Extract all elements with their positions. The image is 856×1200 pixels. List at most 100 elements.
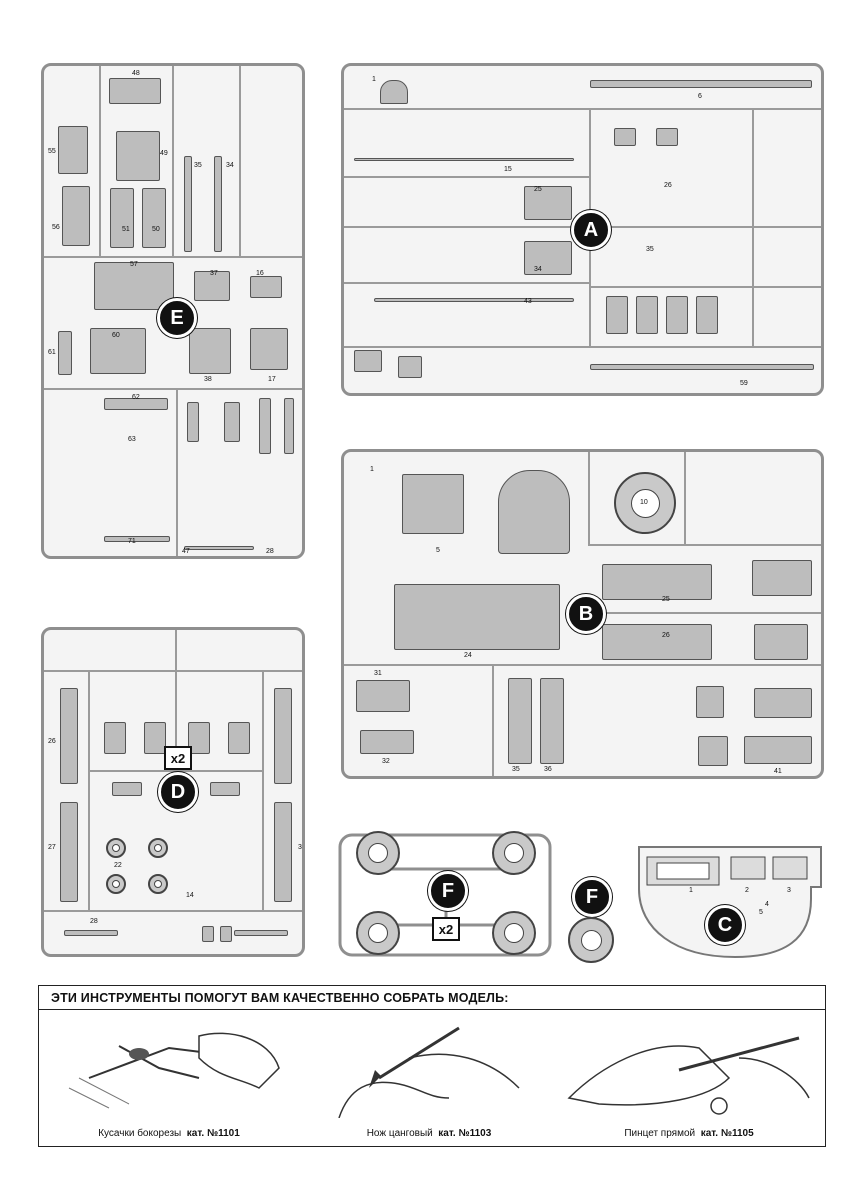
tool-catalog: кат. №1103 xyxy=(438,1128,492,1139)
tool-caption: Нож цанговый кат. №1103 xyxy=(309,1128,549,1139)
part-number: 3 xyxy=(298,844,302,851)
part-number: 62 xyxy=(132,394,140,401)
sprue-b-cell xyxy=(684,452,686,544)
part xyxy=(402,474,464,534)
part xyxy=(590,80,812,88)
sprue-d-cell xyxy=(88,670,90,910)
part-number: 38 xyxy=(204,376,212,383)
sprue-e-label: E xyxy=(157,298,197,338)
sprue-b: 1 5 10 24 25 26 31 32 35 36 41 B xyxy=(341,449,824,779)
part-number: 48 xyxy=(132,70,140,77)
part-number: 25 xyxy=(662,596,670,603)
sprue-d-cell xyxy=(175,630,177,750)
sprue-b-cell xyxy=(344,664,821,666)
tool-catalog: кат. №1105 xyxy=(700,1128,754,1139)
sprue-b-cell xyxy=(588,612,821,614)
part xyxy=(524,241,572,275)
sprue-b-cell xyxy=(492,664,494,776)
part-number: 2 xyxy=(745,887,749,894)
part-number: 41 xyxy=(774,768,782,775)
tool-caption: Пинцет прямой кат. №1105 xyxy=(559,1128,819,1139)
part xyxy=(94,262,174,310)
sprue-b-cell xyxy=(588,452,590,544)
part xyxy=(228,722,250,754)
part xyxy=(58,126,88,174)
part xyxy=(666,296,688,334)
part xyxy=(744,736,812,764)
part xyxy=(90,328,146,374)
part xyxy=(64,930,118,936)
sprue-a-cell xyxy=(344,346,821,348)
part xyxy=(194,271,230,301)
part-ring xyxy=(356,911,400,955)
part-number: 71 xyxy=(128,538,136,545)
sprue-f-label: F xyxy=(428,871,468,911)
sprue-a-cell xyxy=(344,282,589,284)
part-number: 34 xyxy=(226,162,234,169)
sprue-d-cell xyxy=(90,770,262,772)
part-number: 25 xyxy=(534,186,542,193)
part xyxy=(498,470,570,554)
part-ring xyxy=(492,911,536,955)
part-number: 24 xyxy=(464,652,472,659)
part xyxy=(398,356,422,378)
part xyxy=(104,722,126,754)
part-number: 28 xyxy=(266,548,274,555)
part xyxy=(184,546,254,550)
sprue-f: F x2 xyxy=(334,829,556,961)
tool-name: Кусачки бокорезы xyxy=(98,1128,182,1139)
part-number: 1 xyxy=(370,466,374,473)
part-number: 26 xyxy=(48,738,56,745)
part xyxy=(606,296,628,334)
sprue-e-cell xyxy=(239,66,241,256)
part xyxy=(540,678,564,764)
part-number: 4 xyxy=(765,901,769,908)
sprue-a-cell xyxy=(344,108,821,110)
part-number: 57 xyxy=(130,261,138,268)
part xyxy=(354,158,574,161)
part xyxy=(58,331,72,375)
part xyxy=(284,398,294,454)
part xyxy=(104,536,170,542)
side-cutters-icon xyxy=(68,1032,280,1109)
sprue-a: 1 6 15 25 34 26 35 43 59 A xyxy=(341,63,824,396)
sprue-c-frame xyxy=(638,846,822,959)
part-number: 28 xyxy=(90,918,98,925)
tool-catalog: кат. №1101 xyxy=(186,1128,240,1139)
part xyxy=(184,156,192,252)
part-number: 51 xyxy=(122,226,130,233)
part xyxy=(62,186,90,246)
part-number: 36 xyxy=(544,766,552,773)
part xyxy=(754,624,808,660)
sprue-a-cell xyxy=(589,286,821,288)
part-number: 59 xyxy=(740,380,748,387)
part-number: 55 xyxy=(48,148,56,155)
part-number: 27 xyxy=(48,844,56,851)
part xyxy=(508,678,532,764)
part-number: 47 xyxy=(182,548,190,555)
part xyxy=(110,188,134,248)
part xyxy=(60,688,78,784)
part-number: 61 xyxy=(48,349,56,356)
sprue-e-cell xyxy=(44,256,302,258)
collet-knife-icon xyxy=(338,1026,520,1119)
part xyxy=(380,80,408,104)
tool-tweezers: Пинцет прямой кат. №1105 xyxy=(559,1018,819,1143)
part-number: 14 xyxy=(186,892,194,899)
part-number: 16 xyxy=(256,270,264,277)
part xyxy=(224,402,240,442)
part-number: 22 xyxy=(114,862,122,869)
sprue-e-cell xyxy=(44,388,302,390)
part xyxy=(220,926,232,942)
part xyxy=(602,624,712,660)
part-number: 26 xyxy=(662,632,670,639)
part xyxy=(354,350,382,372)
part-number: 50 xyxy=(152,226,160,233)
part-number: 31 xyxy=(374,670,382,677)
part xyxy=(360,730,414,754)
part xyxy=(524,186,572,220)
part-number: 5 xyxy=(436,547,440,554)
sprue-b-cell xyxy=(588,544,821,546)
sprue-e: 48 55 49 56 51 50 35 34 57 37 16 60 61 3… xyxy=(41,63,305,559)
part-number: 17 xyxy=(268,376,276,383)
